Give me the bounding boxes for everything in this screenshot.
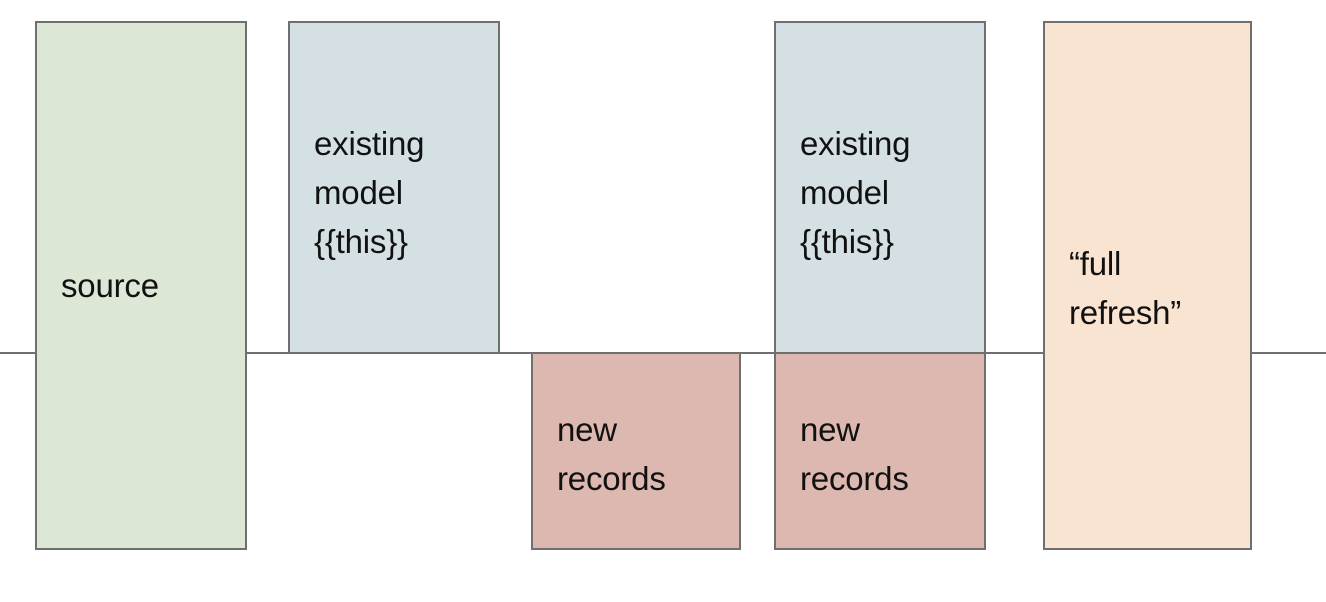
node-source[interactable]: source bbox=[35, 21, 247, 550]
node-source-label: source bbox=[61, 267, 159, 304]
node-new-records-1-label: new records bbox=[557, 411, 666, 497]
node-new-records-1[interactable]: new records bbox=[531, 352, 741, 550]
node-new-records-2-label: new records bbox=[800, 411, 909, 497]
node-existing-model-2-label: existing model {{this}} bbox=[800, 125, 911, 260]
node-existing-model-1[interactable]: existing model {{this}} bbox=[288, 21, 500, 354]
node-full-refresh[interactable]: “full refresh” bbox=[1043, 21, 1252, 550]
node-existing-model-1-label: existing model {{this}} bbox=[314, 125, 425, 260]
node-full-refresh-label: “full refresh” bbox=[1069, 245, 1182, 331]
node-existing-model-2[interactable]: existing model {{this}} bbox=[774, 21, 986, 354]
node-new-records-2[interactable]: new records bbox=[774, 352, 986, 550]
